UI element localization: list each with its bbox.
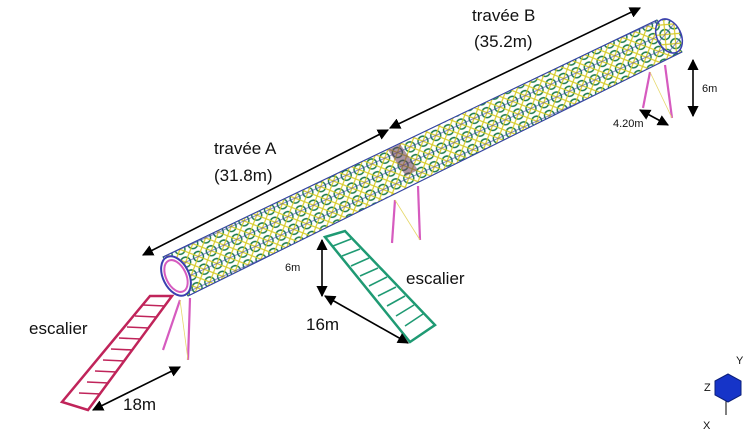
length-16m-label: 16m [306, 315, 340, 334]
axis-triad [714, 373, 742, 415]
span-a-label: travée A [214, 139, 277, 158]
axis-x-label: X [703, 420, 711, 432]
span-b-label: travée B [472, 6, 536, 25]
span-a-length: (31.8m) [214, 166, 273, 185]
staircase-left-label: escalier [29, 319, 88, 338]
width-420m-label: 4.20m [613, 118, 644, 130]
left-staircase [59, 294, 175, 412]
axis-cube-icon [714, 373, 742, 403]
length-18m-arrow [91, 366, 182, 411]
dimension-arrows [91, 7, 699, 411]
axis-z-label: Z [704, 382, 711, 394]
staircase-right-label: escalier [406, 269, 465, 288]
width-420m-arrow [639, 109, 669, 126]
length-18m-label: 18m [123, 395, 157, 414]
span-a-arrow [142, 129, 389, 256]
span-b-length: (35.2m) [474, 32, 533, 51]
height-6m-right-label: 6m [702, 83, 718, 95]
height-6m-mid-label: 6m [285, 262, 301, 274]
span-b-arrow [388, 7, 642, 129]
axis-y-label: Y [736, 355, 744, 367]
length-16m-arrow [324, 295, 409, 344]
